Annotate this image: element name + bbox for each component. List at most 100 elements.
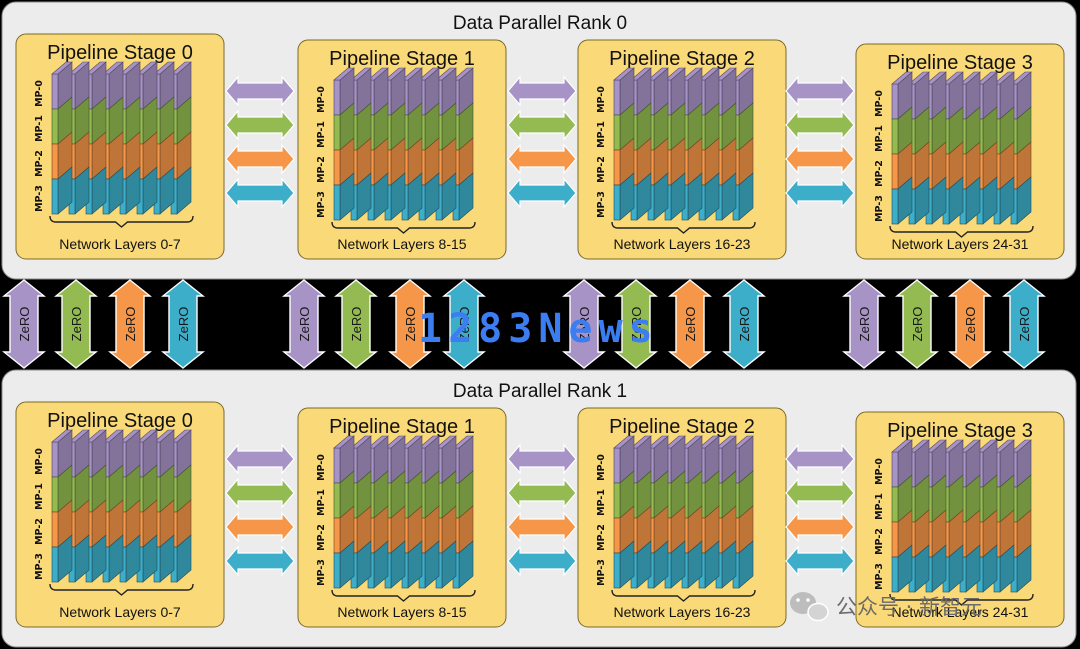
zero-label: ZeRO [69,307,84,342]
stage-title: Pipeline Stage 1 [329,48,475,70]
pipeline-arrow [785,109,855,141]
zero-arrow [161,279,205,369]
network-layer-slab [333,435,355,589]
mp-label: MP-3 [316,559,327,586]
zero-arrow [562,279,606,369]
mp-label: MP-2 [874,160,885,187]
zero-label: ZeRO [1017,307,1032,342]
rank-title: Data Parallel Rank 1 [453,381,627,402]
mp-label: MP-2 [316,524,327,551]
mp-label: MP-1 [874,493,885,520]
mp-label: MP-3 [874,195,885,222]
stage-title: Pipeline Stage 0 [47,410,193,432]
zero-label: ZeRO [457,307,472,342]
zero-arrow [1002,279,1046,369]
zero-arrow [108,279,152,369]
mp-label: MP-2 [34,150,45,177]
layers-label: Network Layers 8-15 [337,604,466,620]
mp-label: MP-3 [596,559,607,586]
zero-label: ZeRO [629,307,644,342]
pipeline-stage-3: Pipeline Stage 3MP-0MP-1MP-2MP-3Network … [855,43,1065,260]
pipeline-stage-0: Pipeline Stage 0MP-0MP-1MP-2MP-3Network … [15,33,225,260]
zero-arrow [54,279,98,369]
zero-label: ZeRO [176,307,191,342]
pipeline-arrow [225,511,295,543]
pipeline-arrow [507,143,577,175]
pipeline-arrow [785,75,855,107]
pipeline-arrow [785,477,855,509]
zero-arrow [948,279,992,369]
pipeline-arrow [785,143,855,175]
stage-title: Pipeline Stage 3 [887,52,1033,74]
pipeline-arrow [507,511,577,543]
zero-label: ZeRO [403,307,418,342]
pipeline-stage-2: Pipeline Stage 2MP-0MP-1MP-2MP-3Network … [577,39,787,260]
pipeline-stage-1: Pipeline Stage 1MP-0MP-1MP-2MP-3Network … [297,39,507,260]
layers-bracket [889,593,1034,606]
pipeline-stage-1: Pipeline Stage 1 MP-0MP-1MP-2MP-3Network … [297,407,507,628]
layers-label: Network Layers 16-23 [614,604,751,620]
network-layer-slab [891,71,913,225]
pipeline-arrow [785,443,855,475]
pipeline-stage-2: Pipeline Stage 2MP-0MP-1MP-2MP-3Network … [577,407,787,628]
zero-label: ZeRO [349,307,364,342]
mp-label: MP-0 [874,90,885,117]
zero-label: ZeRO [737,307,752,342]
mp-label: MP-2 [596,524,607,551]
zero-arrow [842,279,886,369]
rank-title: Data Parallel Rank 0 [453,13,627,34]
pipeline-arrow [225,143,295,175]
mp-label: MP-1 [34,115,45,142]
layers-label: Network Layers 24-31 [892,604,1029,620]
mp-label: MP-3 [316,191,327,218]
zero-arrow [722,279,766,369]
network-layer-slab [350,435,372,589]
mp-label: MP-0 [596,86,607,113]
mp-label: MP-0 [874,458,885,485]
mp-label: MP-2 [874,528,885,555]
mp-label: MP-1 [874,125,885,152]
network-layer-slab [891,439,913,593]
network-layer-slab [367,67,389,221]
layers-bracket [889,225,1034,238]
pipeline-arrow [507,443,577,475]
zero-arrow [2,279,46,369]
mp-label: MP-1 [316,489,327,516]
pipeline-arrow [225,177,295,209]
wechat-account-label: 公众号 · 新智元 [836,595,982,619]
pipeline-arrow [225,477,295,509]
network-layer-slab [435,435,457,589]
stage-title: Pipeline Stage 2 [609,48,755,70]
zero-arrow [442,279,486,369]
layers-label: Network Layers 8-15 [337,236,466,252]
stage-title: Pipeline Stage 2 [609,416,755,438]
mp-label: MP-0 [316,86,327,113]
network-layer-slab [681,435,703,589]
pipeline-stage-3: Pipeline Stage 3MP-0MP-1MP-2MP-3Network … [855,411,1065,628]
layers-bracket [49,583,194,596]
zero-arrow [614,279,658,369]
stage-title: Pipeline Stage 0 [47,42,193,64]
mp-label: MP-2 [316,156,327,183]
layers-bracket [331,221,476,234]
zero-arrow [334,279,378,369]
mp-label: MP-3 [34,185,45,212]
layers-bracket [611,221,756,234]
zero-label: ZeRO [17,307,32,342]
network-layer-slab [51,429,73,583]
zero-arrow [668,279,712,369]
pipeline-arrow [507,109,577,141]
watermark-text: 1283News [418,306,659,352]
stage-title: Pipeline Stage 1 [329,416,475,438]
pipeline-arrow [507,477,577,509]
mp-label: MP-1 [596,121,607,148]
zero-label: ZeRO [297,307,312,342]
mp-label: MP-3 [34,553,45,580]
layers-bracket [331,589,476,602]
network-layer-slab [613,435,635,589]
mp-label: MP-0 [316,454,327,481]
stage-title: Pipeline Stage 3 [887,420,1033,442]
zero-label: ZeRO [123,307,138,342]
pipeline-arrow [225,75,295,107]
